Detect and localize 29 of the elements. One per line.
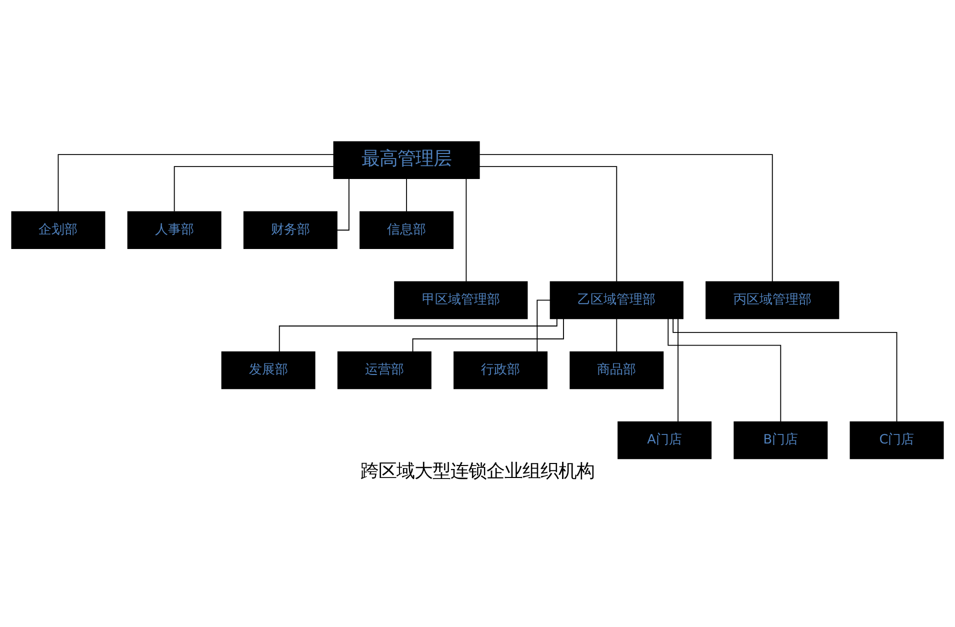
node-box: A门店: [618, 420, 712, 459]
connector: [479, 154, 773, 282]
node-box: C门店: [850, 420, 944, 459]
node-box: 商品部: [570, 350, 664, 389]
connector: [672, 318, 898, 422]
node-box: B门店: [734, 420, 828, 459]
connector: [406, 178, 407, 212]
node-box: 信息部: [360, 210, 454, 249]
connector: [616, 318, 618, 352]
connector: [668, 318, 782, 422]
connector: [278, 318, 558, 352]
node-box: 最高管理层: [333, 140, 480, 178]
node-box: 人事部: [127, 210, 222, 249]
node-box: 丙区域管理部: [706, 280, 840, 319]
connector: [466, 178, 467, 282]
connector: [536, 299, 551, 352]
node-box: 甲区域管理部: [394, 280, 528, 319]
caption: 跨区域大型连锁企业组织机构: [360, 460, 594, 482]
connector: [58, 154, 334, 212]
node-box: 行政部: [454, 350, 548, 389]
node-box: 乙区域管理部: [550, 280, 684, 319]
connector: [478, 166, 618, 282]
node-box: 发展部: [221, 350, 316, 389]
node-box: 企划部: [11, 210, 106, 249]
connector: [412, 318, 564, 352]
connector: [174, 166, 334, 212]
connector: [336, 178, 350, 230]
node-box: 财务部: [243, 210, 338, 249]
node-box: 运营部: [337, 350, 432, 389]
